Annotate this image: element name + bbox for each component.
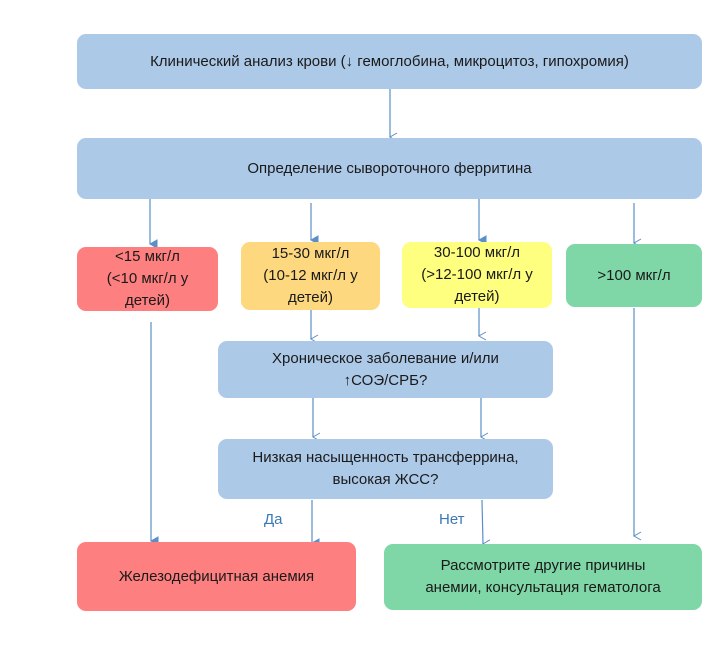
node-transferrin-text: Низкая насыщенность трансферрина, высока… — [252, 449, 519, 488]
node-iron-deficiency-anemia-text: Железодефицитная анемия — [118, 567, 315, 585]
node-range-30-100: 30-100 мкг/л (>12-100 мкг/л у детей) — [402, 242, 552, 308]
arrow-transferrin-no-to-other — [481, 499, 491, 549]
node-chronic-disease-text: Хроническое заболевание и/или ↑СОЭ/СРБ? — [272, 349, 499, 389]
node-ferritin-text: Определение сывороточного ферритина — [247, 159, 532, 177]
node-range-below-15: <15 мкг/л (<10 мкг/л у детей) — [77, 247, 218, 311]
edge-label-yes: Да — [264, 511, 283, 528]
node-range-above-100: >100 мкг/л — [566, 244, 702, 307]
node-range-15-30-text: 15-30 мкг/л (10-12 мкг/л у детей) — [263, 245, 358, 306]
node-transferrin: Низкая насыщенность трансферрина, высока… — [218, 439, 553, 499]
node-chronic-disease: Хроническое заболевание и/или ↑СОЭ/СРБ? — [218, 341, 553, 398]
node-other-causes-text: Рассмотрите другие причины анемии, консу… — [425, 557, 661, 596]
node-cbc: Клинический анализ крови (↓ гемоглобина,… — [77, 34, 702, 89]
node-ferritin: Определение сывороточного ферритина — [77, 138, 702, 199]
node-range-above-100-text: >100 мкг/л — [597, 266, 671, 284]
node-range-30-100-text: 30-100 мкг/л (>12-100 мкг/л у детей) — [421, 244, 533, 305]
node-iron-deficiency-anemia: Железодефицитная анемия — [77, 542, 356, 611]
edge-label-no: Нет — [439, 511, 465, 528]
node-other-causes: Рассмотрите другие причины анемии, консу… — [384, 544, 702, 610]
node-range-below-15-text: <15 мкг/л (<10 мкг/л у детей) — [106, 248, 189, 309]
node-cbc-text: Клинический анализ крови (↓ гемоглобина,… — [150, 52, 629, 70]
node-range-15-30: 15-30 мкг/л (10-12 мкг/л у детей) — [241, 242, 380, 310]
